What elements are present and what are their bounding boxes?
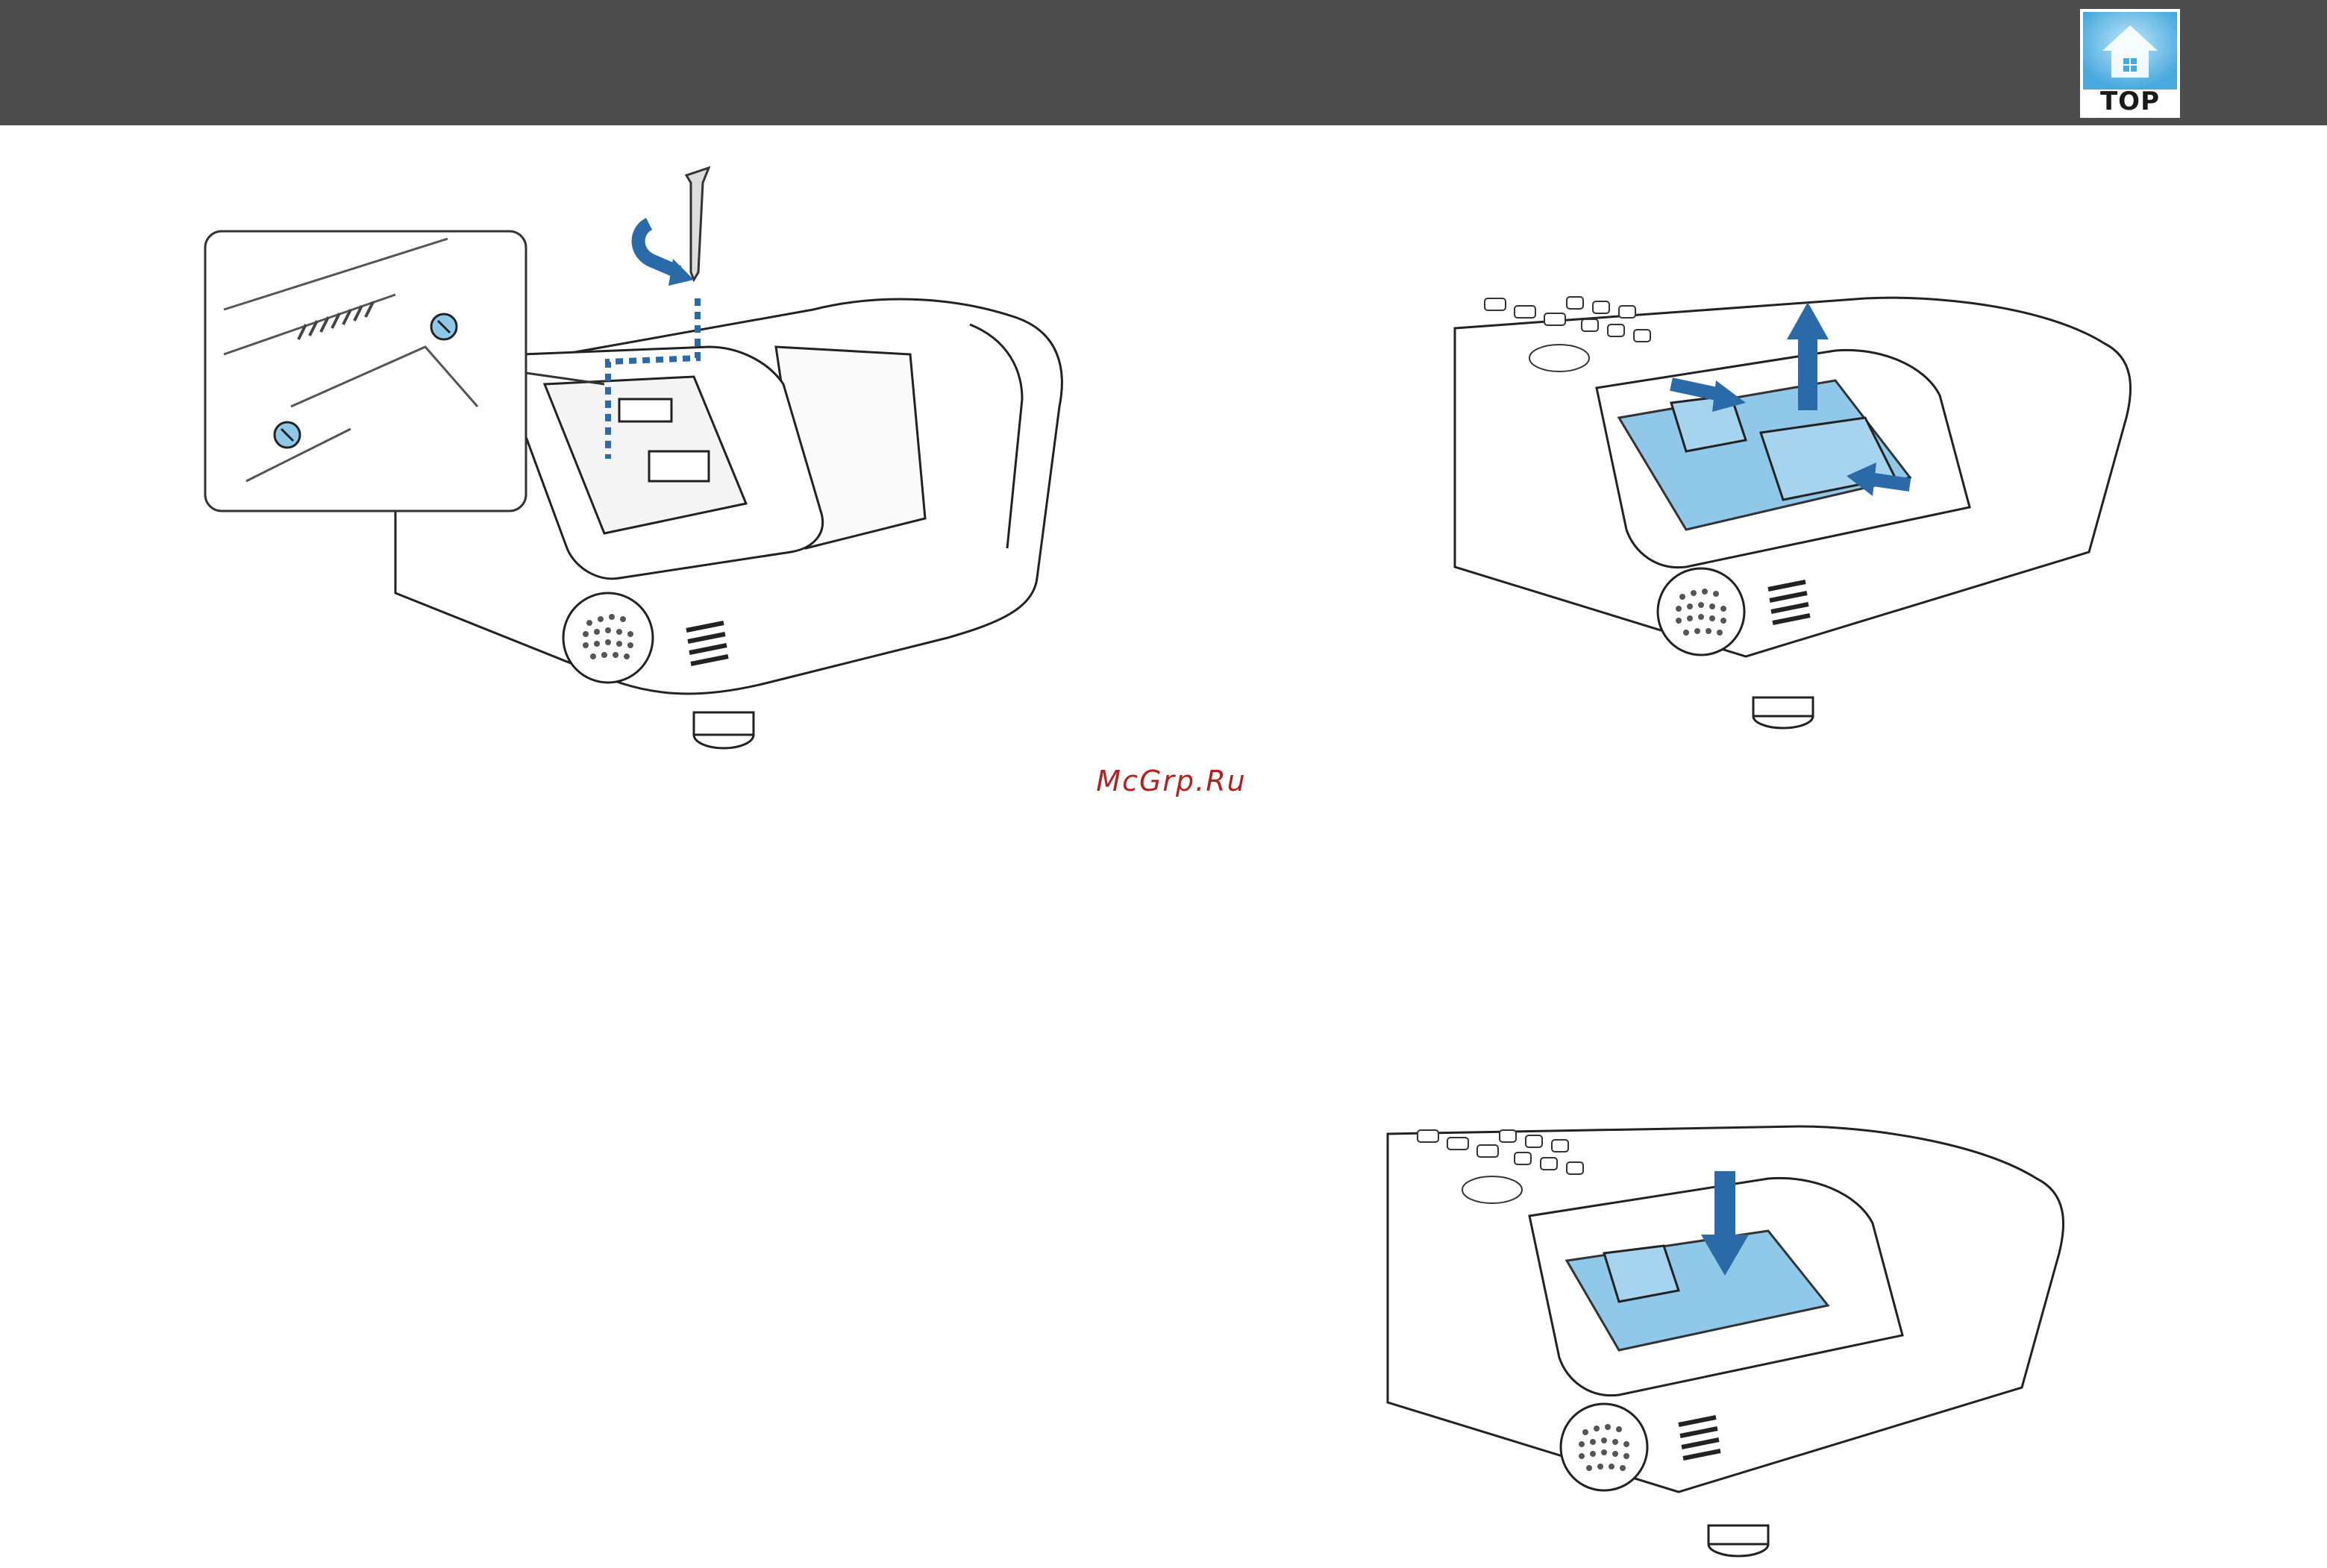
watermark-text: McGrp.Ru [1059, 765, 1283, 797]
counterclockwise-arrow-icon [639, 224, 694, 286]
screwdriver-icon [686, 168, 709, 280]
figure-insert-new-lamp [1380, 1119, 2067, 1567]
top-button-label: TOP [2080, 88, 2180, 115]
figure-remove-lamp-unit [1447, 283, 2134, 746]
header-bar [0, 0, 2327, 125]
top-button[interactable]: TOP [2080, 9, 2180, 118]
figure-remove-lamp-screws [201, 160, 1074, 765]
